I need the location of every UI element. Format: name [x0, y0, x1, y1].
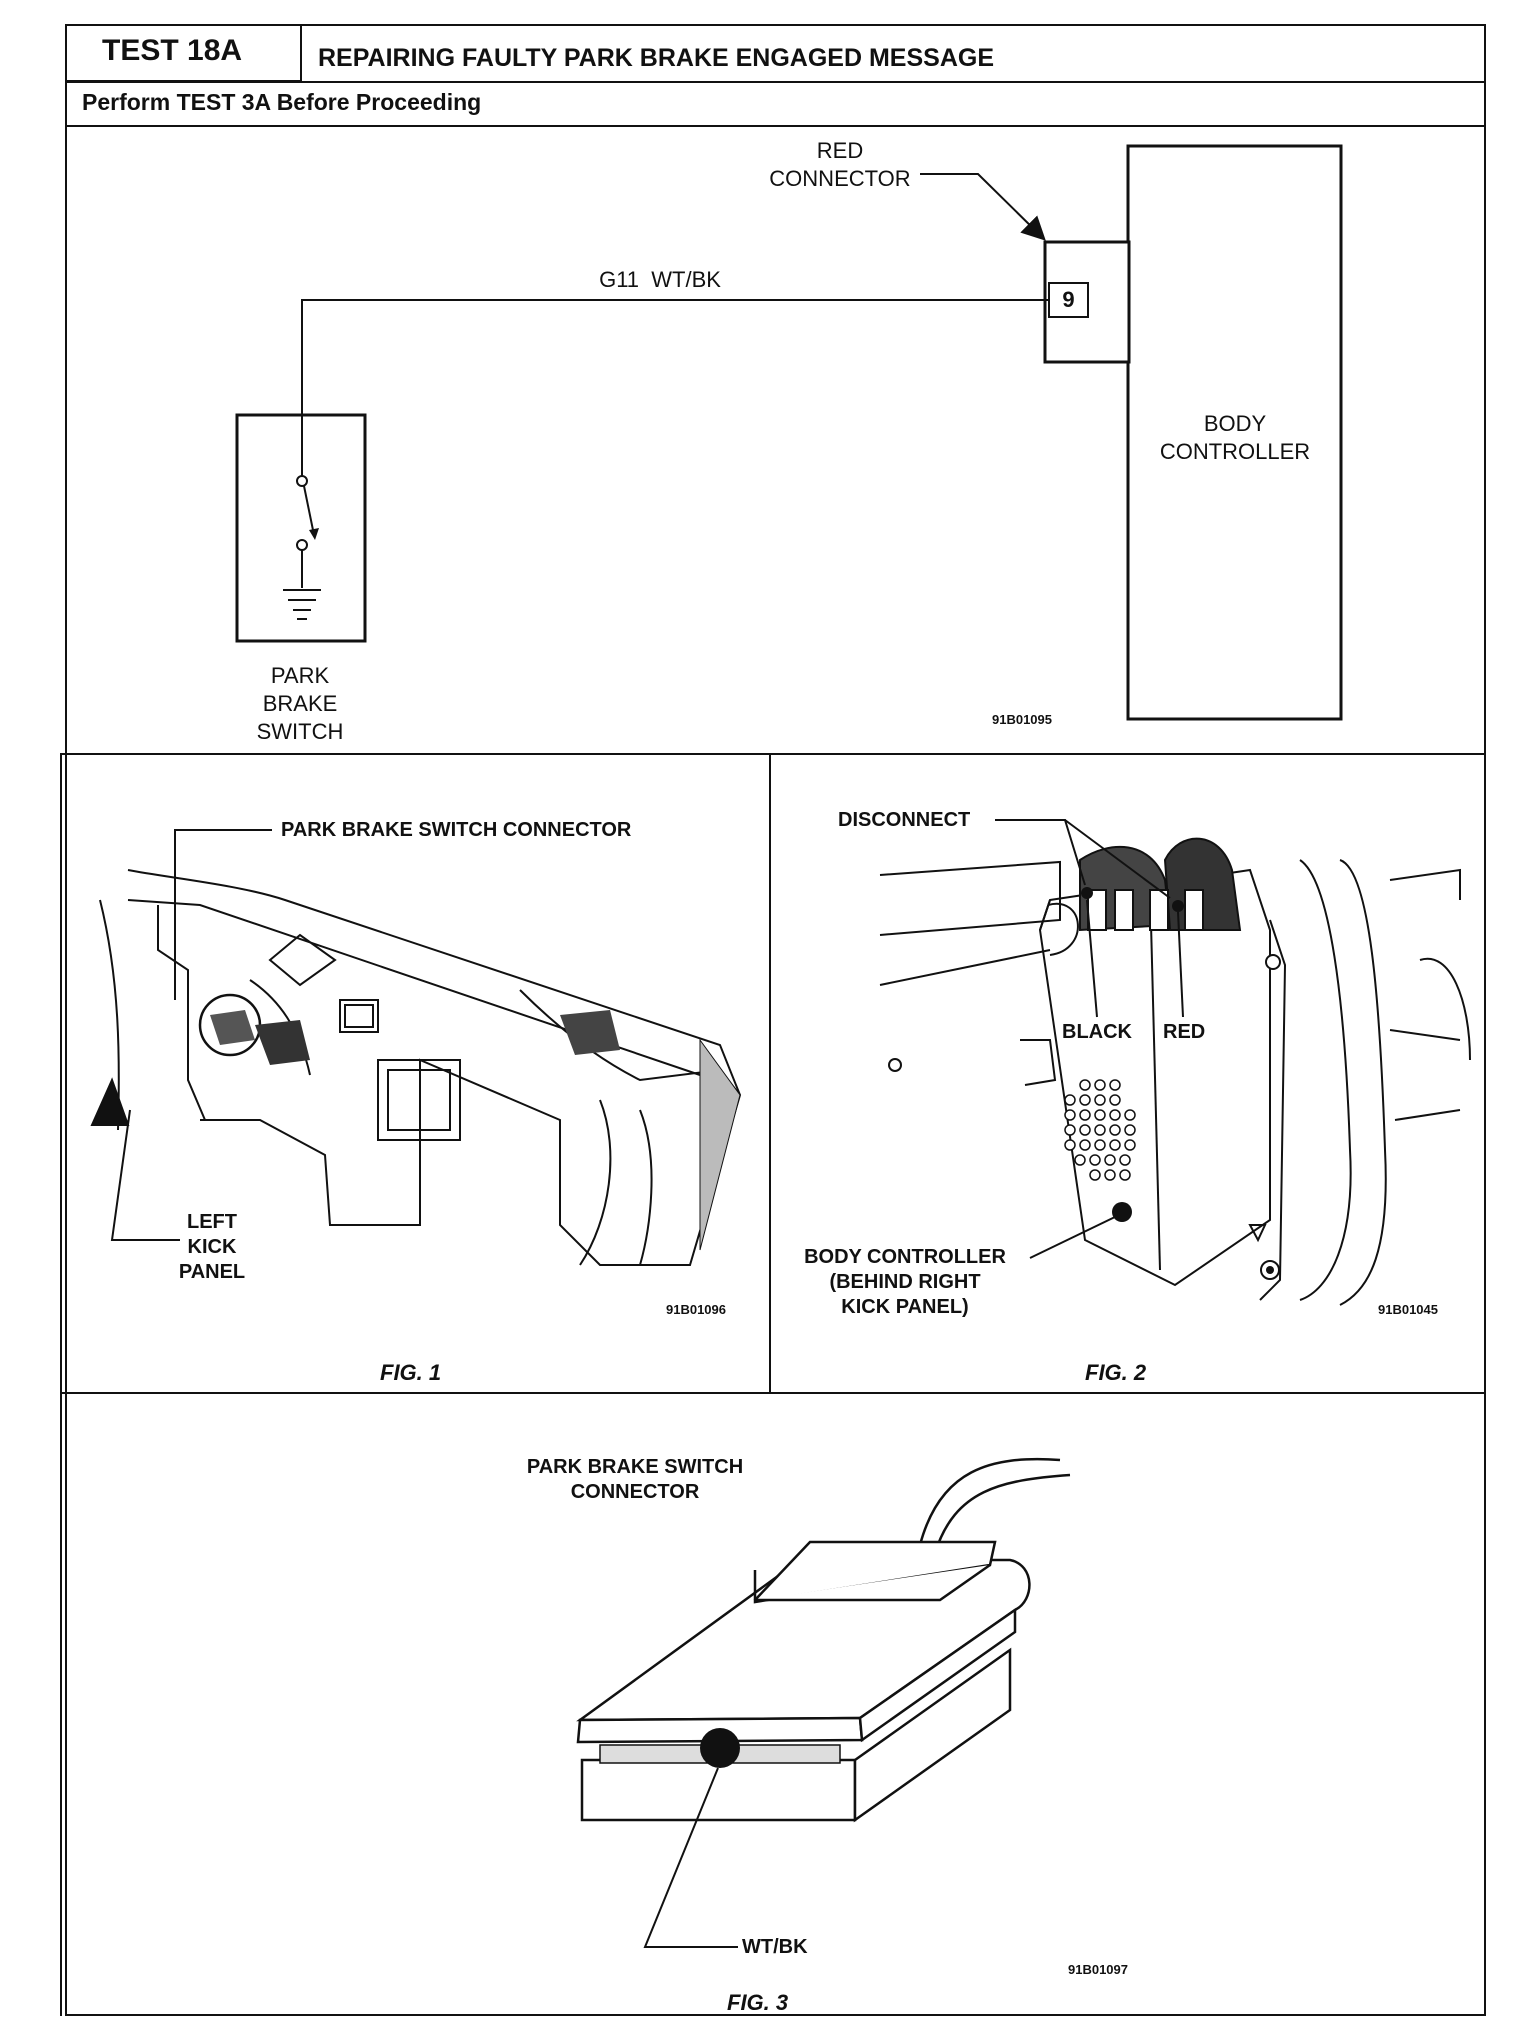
header-rule: [65, 81, 1486, 83]
fig2-controller-label-line1: BODY CONTROLLER: [804, 1246, 1006, 1268]
fig3-wire-dot: [700, 1728, 740, 1768]
switch-blade: [303, 485, 315, 536]
wire-g11: [301, 299, 1049, 476]
fig1-connector-leader: [174, 829, 272, 1000]
page-title: REPAIRING FAULTY PARK BRAKE ENGAGED MESS…: [318, 44, 994, 72]
fig2-disconnect-leader: [995, 819, 1086, 886]
fig2-red-label: RED: [1163, 1021, 1206, 1043]
fig1-panel-label-line2: KICK: [187, 1236, 237, 1258]
red-connector-label: RED CONNECTOR: [760, 137, 920, 193]
park-brake-switch-label-line1: PARK: [270, 663, 330, 688]
park-brake-switch-label-line3: SWITCH: [256, 719, 344, 744]
pin-box: [1048, 282, 1089, 318]
test-id: TEST 18A: [102, 34, 243, 67]
fig1-panel-label-line1: LEFT: [187, 1211, 237, 1233]
fig3-connector-label: PARK BRAKE SWITCH CONNECTOR: [500, 1455, 770, 1505]
fig2-grille: [1064, 1079, 1136, 1181]
wire-label: G11 WT/BK: [599, 267, 721, 292]
fig3-connector-label-line2: CONNECTOR: [570, 1481, 700, 1503]
fig2-controller-label: BODY CONTROLLER (BEHIND RIGHT KICK PANEL…: [790, 1245, 1020, 1320]
fig3-wire-label: WT/BK: [742, 1936, 808, 1958]
fig3-wire-leader: [643, 1767, 738, 1948]
fig3-caption: FIG. 3: [727, 1990, 789, 2015]
connector-leader: [920, 173, 1046, 241]
pin-number: 9: [1062, 287, 1075, 312]
fig2-red-leader: [1177, 911, 1184, 1018]
schematic-code: 91B01095: [992, 712, 1052, 727]
fig2-code: 91B01045: [1378, 1302, 1438, 1317]
page-border: [65, 24, 1486, 2016]
fig1-panel-label-line3: PANEL: [178, 1261, 246, 1283]
fig1-caption: FIG. 1: [380, 1360, 442, 1385]
fig2-black-leader: [1086, 899, 1098, 1018]
figures-bottom-rule: [60, 1392, 1486, 1394]
fig1-connector-label: PARK BRAKE SWITCH CONNECTOR: [281, 819, 632, 841]
fig2-controller-leader: [1029, 1215, 1118, 1259]
fig1-panel-label: LEFT KICK PANEL: [172, 1210, 252, 1285]
body-controller-label-line2: CONTROLLER: [1159, 439, 1311, 464]
left-edge-lower: [60, 753, 62, 2016]
fig2-illustration: [879, 859, 1471, 1306]
fig2-disconnect-label: DISCONNECT: [838, 809, 971, 831]
fig1-illustration: [90, 869, 742, 1266]
park-brake-switch-label: PARK BRAKE SWITCH: [230, 662, 370, 746]
fig3-code: 91B01097: [1068, 1962, 1128, 1977]
prerequisite-note: Perform TEST 3A Before Proceeding: [82, 89, 482, 115]
fig2-controller-label-line2: (BEHIND RIGHT: [829, 1271, 981, 1293]
body-controller-box: [1126, 144, 1343, 721]
red-connector-label-line2: CONNECTOR: [769, 166, 911, 191]
figures-divider: [769, 753, 771, 1393]
fig2-caption: FIG. 2: [1085, 1360, 1147, 1385]
fig1-code: 91B01096: [666, 1302, 726, 1317]
red-connector-label-line1: RED: [816, 138, 864, 163]
fig3-connector-illustration: [576, 1457, 1071, 1823]
fig2-black-label: BLACK: [1062, 1021, 1132, 1043]
park-brake-switch-label-line2: BRAKE: [262, 691, 338, 716]
schematic-bottom-rule: [60, 753, 1486, 755]
subheader-rule: [65, 125, 1486, 127]
body-controller-label-line1: BODY: [1203, 411, 1267, 436]
fig2-controller-label-line3: KICK PANEL): [841, 1296, 969, 1318]
body-controller-label: BODY CONTROLLER: [1140, 410, 1330, 466]
fig3-connector-label-line1: PARK BRAKE SWITCH: [526, 1456, 744, 1478]
fig2-controller-dot: [1112, 1202, 1132, 1222]
fig1-panel-leader: [110, 1109, 180, 1241]
